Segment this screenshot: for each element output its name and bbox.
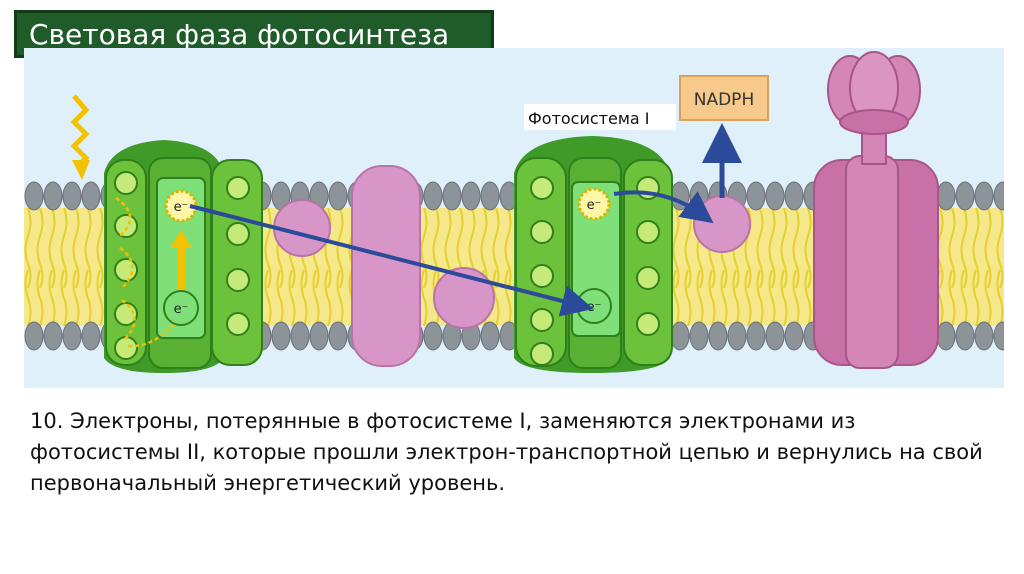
lipid-head [82, 182, 100, 210]
lipid-head [329, 322, 347, 350]
pigment-dot [115, 172, 137, 194]
lipid-head [481, 322, 499, 350]
lipid-head [937, 322, 955, 350]
pigment-dot [637, 313, 659, 335]
lipid-head [82, 322, 100, 350]
pigment-dot [115, 215, 137, 237]
caption-text: 10. Электроны, потерянные в фотосистеме … [30, 406, 990, 499]
pigment-dot [531, 177, 553, 199]
pigment-dot [531, 343, 553, 365]
pigment-dot [227, 313, 249, 335]
electron-label: e⁻ [587, 300, 602, 315]
pigment-dot [637, 221, 659, 243]
lipid-head [462, 182, 480, 210]
pigment-dot [531, 265, 553, 287]
lipid-head [272, 322, 290, 350]
pigment-dot [531, 221, 553, 243]
lipid-head [329, 182, 347, 210]
lipid-head [747, 182, 765, 210]
pigment-dot [227, 269, 249, 291]
lipid-head [671, 322, 689, 350]
lipid-head [424, 322, 442, 350]
lipid-head [291, 322, 309, 350]
pigment-dot [115, 337, 137, 359]
electron-excited-ps1: e⁻ [579, 189, 609, 219]
electron-label: e⁻ [174, 302, 189, 317]
lipid-head [785, 322, 803, 350]
pigment-dot [227, 177, 249, 199]
thylakoid-membrane-diagram: e⁻ e⁻ e⁻ e⁻ NADPH Фотосистема I [24, 48, 1004, 388]
pigment-dot [227, 223, 249, 245]
nadph-label: NADPH [694, 90, 754, 110]
lipid-head [310, 322, 328, 350]
lipid-head [766, 322, 784, 350]
pigment-dot [115, 303, 137, 325]
lipid-head [63, 182, 81, 210]
lipid-head [956, 182, 974, 210]
pigment-dot [531, 309, 553, 331]
nadp-reductase [694, 196, 750, 252]
lipid-head [728, 322, 746, 350]
lipid-head [25, 322, 43, 350]
electron-ground-ps1: e⁻ [577, 289, 611, 323]
electron-label: e⁻ [174, 200, 189, 215]
pigment-dot [115, 259, 137, 281]
electron-ground-ps2: e⁻ [164, 291, 198, 325]
lipid-head [63, 322, 81, 350]
lipid-head [44, 182, 62, 210]
lipid-head [424, 182, 442, 210]
electron-label: e⁻ [587, 198, 602, 213]
lipid-head [975, 182, 993, 210]
lipid-head [443, 182, 461, 210]
lipid-head [44, 322, 62, 350]
lipid-head [481, 182, 499, 210]
lipid-head [766, 182, 784, 210]
nadph-box: NADPH [680, 76, 768, 120]
photosystem-i [514, 136, 672, 373]
lipid-head [25, 182, 43, 210]
lipid-head [975, 322, 993, 350]
lipid-head [937, 182, 955, 210]
page-title: Световая фаза фотосинтеза [29, 18, 449, 51]
lipid-head [709, 322, 727, 350]
lipid-head [956, 322, 974, 350]
photosystem-i-label: Фотосистема I [528, 109, 650, 128]
lipid-head [785, 182, 803, 210]
atp-synthase [814, 52, 938, 368]
pigment-dot [637, 267, 659, 289]
lipid-head [747, 322, 765, 350]
lipid-head [690, 322, 708, 350]
